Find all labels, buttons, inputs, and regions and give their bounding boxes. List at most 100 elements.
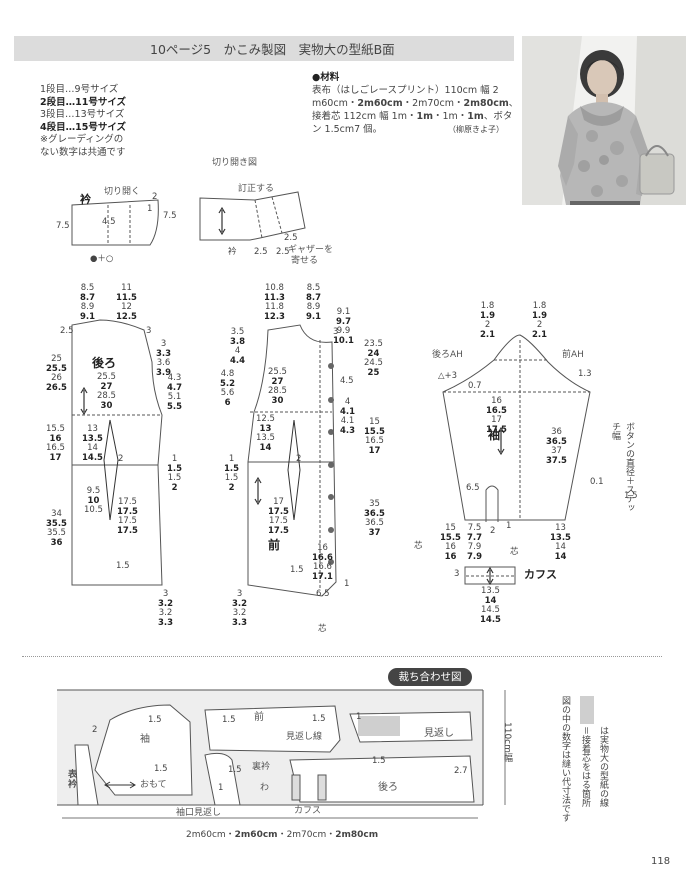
- measurement-value: 9.1: [336, 307, 351, 317]
- measurement-value: 2: [171, 482, 178, 493]
- cuff-label: カフス: [524, 568, 557, 581]
- measurement-value: 2: [536, 320, 543, 330]
- measurement-value: 13.5: [82, 433, 103, 444]
- measurement-value: 14: [484, 595, 497, 606]
- measurement-value: 16.5: [486, 405, 507, 416]
- measurement-value: 13: [555, 523, 566, 533]
- measurement-value: 14: [259, 442, 272, 453]
- measurement-value: 1.5: [167, 473, 182, 483]
- measurement-value: 11.5: [116, 292, 137, 303]
- size-line-3: 3段目…13号サイズ: [40, 109, 125, 120]
- measurement-value: 24.5: [364, 358, 383, 368]
- measurement-value: 3.3: [232, 617, 248, 628]
- measurement-value: 14.5: [82, 452, 103, 463]
- measurement-value: 7.5: [467, 523, 482, 533]
- measurement-value: 26.5: [46, 382, 67, 393]
- grading-note-1: ※グレーディングの: [40, 134, 124, 145]
- layout-front: 前: [254, 712, 264, 723]
- measurement-value: 9.1: [80, 311, 96, 322]
- layout-under-collar: 裏衿: [252, 762, 271, 772]
- measurement-value: 15.5: [440, 532, 461, 543]
- gather-label-2: 寄せる: [291, 256, 319, 266]
- page-number: 118: [651, 856, 671, 867]
- measurement-value: 23.5: [364, 339, 383, 349]
- layout-cuff: カフス: [294, 806, 322, 816]
- measurement-value: 27: [271, 376, 284, 387]
- measurement-value: 11: [121, 283, 132, 293]
- legend: は実物大の型紙の線 ＝接着芯をはる箇所 図の中の数字は縫い代寸法です: [552, 696, 616, 826]
- measurement-value: 4.4: [230, 355, 246, 366]
- measurement-value: 3.2: [232, 608, 247, 618]
- button-stitch-note: ボタンの直径＋ステッチ幅: [610, 422, 634, 512]
- measurement-value: 10.5: [84, 505, 103, 515]
- measurement-value: 1.9: [532, 310, 548, 321]
- slash-diagram-title: 切り開き図: [212, 158, 258, 168]
- measurement-value: 2.1: [532, 329, 548, 340]
- layout-top-collar: 表衿: [68, 770, 78, 790]
- measurement-value: 14.5: [480, 614, 501, 625]
- materials-heading: ●材料: [312, 72, 340, 83]
- measurement-value: 4.3: [340, 425, 356, 436]
- measurement-value: 17.5: [269, 516, 288, 526]
- measurement-value: 3.2: [158, 608, 173, 618]
- measurement-value: 1.8: [480, 301, 495, 311]
- measurement-value: 5.2: [220, 378, 236, 389]
- measurement-value: 13.5: [256, 433, 275, 443]
- measurement-value: 4: [344, 397, 351, 407]
- measurement-value: 12.5: [256, 414, 275, 424]
- gather-label: ギャザーを: [288, 245, 334, 255]
- back-bodice-shape: [71, 319, 163, 586]
- measurement-value: 36: [50, 537, 63, 548]
- measurement-value: 30: [271, 395, 284, 406]
- measurement-value: 24: [367, 348, 380, 359]
- measurement-value: 12.3: [264, 311, 285, 322]
- measurement-value: 17: [368, 445, 381, 456]
- measurement-value: 25.5: [268, 367, 287, 377]
- sleeve-label: 袖: [488, 428, 501, 442]
- size-line-2: 2段目…11号サイズ: [40, 96, 127, 108]
- materials-line-1: 表布（はしごレースプリント）110cm 幅 2: [312, 85, 499, 96]
- measurement-value: 16: [445, 542, 456, 552]
- measurement-value: 16.5: [365, 436, 384, 446]
- measurement-value: 35.5: [47, 528, 66, 538]
- measurement-value: 4.3: [167, 373, 182, 383]
- legend-line-3: 図の中の数字は縫い代寸法です: [560, 696, 570, 822]
- header-bar: [14, 36, 514, 61]
- size-line-1: 1段目…9号サイズ: [40, 84, 119, 95]
- measurement-value: 3.9: [156, 367, 172, 378]
- measurement-value: 25.5: [46, 363, 67, 374]
- measurement-value: 2: [484, 320, 491, 330]
- measurement-value: 16: [317, 543, 328, 553]
- measurement-value: 11.8: [265, 302, 284, 312]
- measurement-value: 1.5: [224, 473, 239, 483]
- measurement-value: 14: [554, 551, 567, 562]
- measurement-value: 3: [160, 339, 167, 349]
- layout-cuff-facing: 袖口見返し: [176, 808, 222, 818]
- measurement-value: 4.7: [167, 382, 183, 393]
- measurement-value: 13.5: [481, 586, 500, 596]
- materials-block: ●材料 表布（はしごレースプリント）110cm 幅 2 m60cm・2m60cm…: [312, 71, 522, 136]
- measurement-value: 36.5: [546, 436, 567, 447]
- measurement-value: 5.6: [220, 388, 235, 398]
- collar-shape: [71, 199, 159, 246]
- measurement-value: 12.5: [116, 311, 137, 322]
- front-armhole-label: 前AH: [562, 350, 584, 360]
- layout-fold: わ: [260, 783, 270, 793]
- measurement-value: 3.2: [158, 598, 174, 609]
- measurement-value: 30: [100, 400, 113, 411]
- measurement-value: 28.5: [97, 391, 116, 401]
